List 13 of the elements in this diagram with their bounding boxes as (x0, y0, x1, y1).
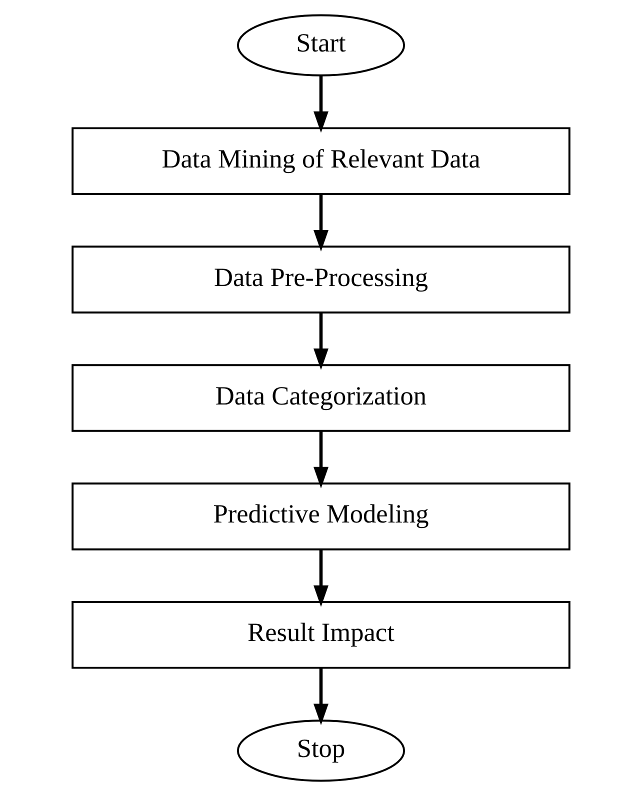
node-box: Data Pre-Processing (71, 246, 570, 314)
node-box: Result Impact (71, 601, 570, 669)
node-box: Data Mining of Relevant Data (71, 127, 570, 195)
arrow (313, 550, 328, 607)
arrow (313, 312, 328, 370)
node-ellipse: Stop (236, 720, 405, 782)
node-box: Data Categorization (71, 364, 570, 432)
arrow (313, 194, 328, 252)
arrow (313, 76, 328, 133)
arrow (313, 668, 328, 726)
node-box: Predictive Modeling (71, 482, 570, 550)
arrow (313, 431, 328, 488)
node-ellipse: Start (236, 14, 405, 76)
